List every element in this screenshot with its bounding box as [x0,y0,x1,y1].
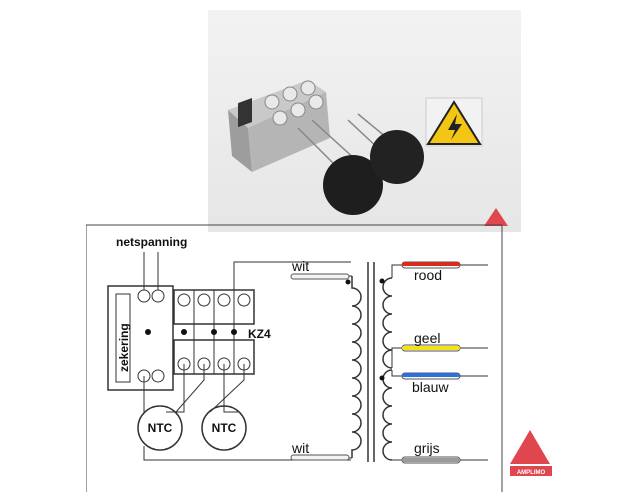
fuse-holder: zekering [107,285,174,391]
diagram-border [86,224,503,492]
wire-label-blauw: blauw [412,379,449,395]
ntc-right: NTC [201,405,247,451]
primary-top-wire [290,273,350,280]
wire-label-grijs: grijs [414,440,440,456]
terminal-block-label: KZ4 [248,327,271,341]
brand-name: AMPLIMO [517,470,546,476]
fuse-label: zekering [117,323,131,372]
amplimo-logo-icon-small [484,208,508,226]
mains-label: netspanning [116,235,187,249]
amplimo-logo-icon: AMPLIMO [510,430,552,476]
secondary-winding-2 [382,369,393,461]
terminal-block-kz4: KZ4 [173,289,271,375]
product-photo-illustration [228,80,508,226]
secondary-wire-geel: geel [391,330,488,368]
wire-label-geel: geel [414,330,440,346]
wire-label-rood: rood [414,267,442,283]
secondary-winding-1 [382,277,393,369]
ntc-discs-photo [297,113,424,215]
product-photo [208,10,521,232]
ntc-left: NTC [137,405,183,451]
wiring [143,261,351,461]
high-voltage-warning-icon [425,97,483,147]
secondary-wire-grijs: grijs [392,440,488,464]
wiring-diagram: netspanning zekering [86,224,552,492]
primary-bottom-label: wit [291,440,309,456]
terminal-block-photo [228,80,330,172]
secondary-wire-blauw: blauw [391,370,488,395]
secondary-wire-rood: rood [391,261,488,283]
primary-bottom-wire [290,454,350,461]
ntc-right-label: NTC [212,421,237,435]
diagram-frame: netspanning zekering [86,0,558,492]
primary-winding [351,276,362,458]
transformer [345,262,393,462]
ntc-left-label: NTC [148,421,173,435]
primary-top-label: wit [291,258,309,274]
